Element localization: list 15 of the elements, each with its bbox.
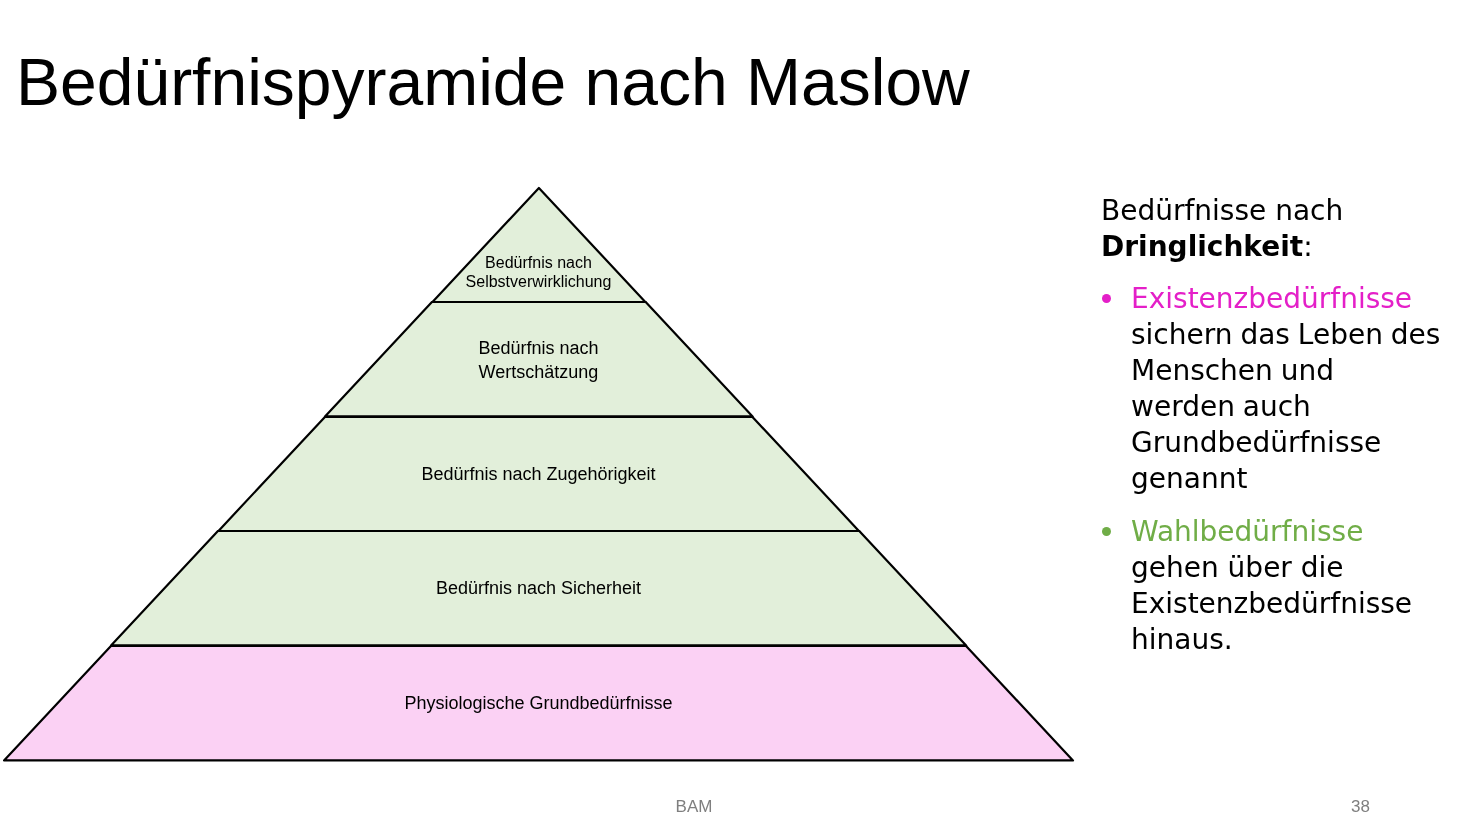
tier-label: Bedürfnis nach Zugehörigkeit	[421, 463, 656, 486]
bullet-text: sichern das Leben des Menschen und werden auch Grundbedürfnisse genannt	[1131, 317, 1442, 497]
tier-label: Bedürfnis nach Sicherheit	[435, 577, 642, 601]
pyramid-tier	[2, 643, 1075, 762]
tier-label: Bedürfnis nach Selbstverwirklichung	[465, 253, 612, 292]
pyramid-tier	[108, 529, 969, 648]
page-number: 38	[1351, 796, 1370, 818]
tier-label: Physiologische Grundbedürfnisse	[404, 691, 673, 715]
slide-title: Bedürfnispyramide nach Maslow	[16, 44, 970, 120]
footer-text: BAM	[675, 796, 713, 818]
tier-label: Bedürfnis nach Wertschätzung	[477, 336, 600, 384]
bullet-text: gehen über die Existenzbedürfnisse hinaus.	[1131, 550, 1414, 658]
bullet-term: Existenzbedürfnisse	[1131, 281, 1413, 317]
section-heading: Bedürfnisse nach Dringlichkeit:	[1101, 193, 1345, 265]
bullet-term: Wahlbedürfnisse	[1131, 514, 1364, 550]
